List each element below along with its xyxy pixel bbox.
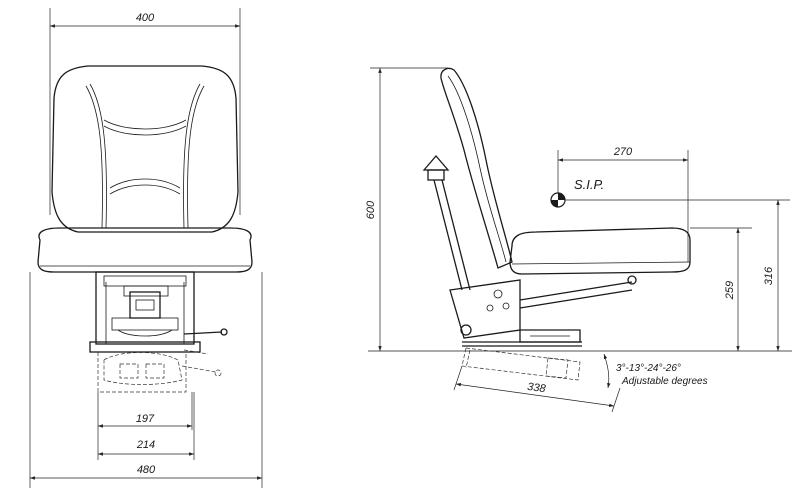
cushion-front: [37, 227, 253, 273]
base-mechanism: [89, 271, 228, 393]
dim-214-label: 214: [136, 439, 155, 451]
side-view: S.I.P. 600 270 259 316 3°-13°-24°-26° Ad…: [365, 67, 792, 413]
angle-arc: [603, 353, 611, 389]
height-adjust-knob: [422, 155, 471, 291]
dim-line-338: [455, 382, 615, 408]
dim-197-label: 197: [136, 413, 155, 425]
backrest-side: [440, 67, 513, 269]
dim-316-label: 316: [763, 266, 775, 285]
dim-259-label: 259: [724, 281, 736, 300]
dim-270-label: 270: [613, 146, 633, 158]
backrest-front: [51, 65, 239, 233]
sip-marker: [550, 192, 566, 208]
dim-338-label: 338: [526, 381, 547, 396]
angles-label: 3°-13°-24°-26°: [616, 363, 681, 374]
adjustable-label: Adjustable degrees: [621, 376, 708, 387]
tilted-base-dashed: [461, 347, 581, 381]
dim-600-label: 600: [365, 200, 377, 219]
dim-480-label: 480: [137, 464, 156, 476]
cushion-side: [509, 227, 691, 275]
sip-label: S.I.P.: [574, 177, 604, 192]
front-view: 400 197 214 480: [29, 8, 263, 488]
backrest-stitching: [85, 83, 205, 229]
dim-400-label: 400: [136, 12, 155, 24]
